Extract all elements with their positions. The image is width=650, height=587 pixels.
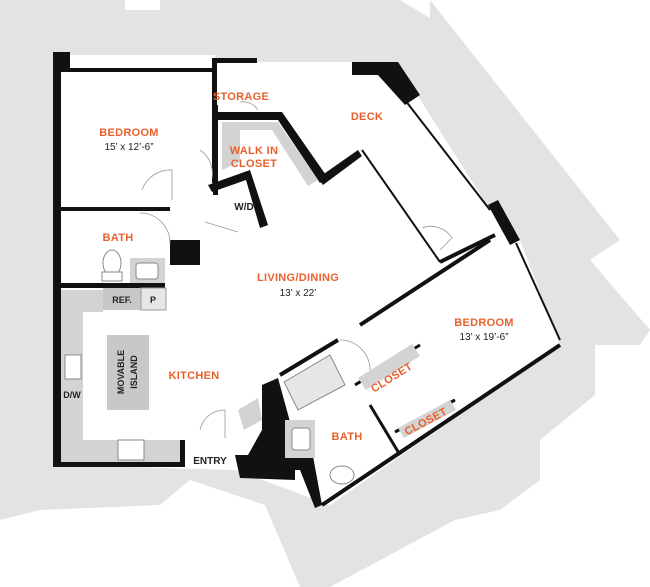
wall-living-bedroom2	[439, 233, 496, 264]
living-dining-dims: 13’ x 22’	[280, 288, 317, 299]
bedroom2-label: BEDROOM	[454, 317, 514, 329]
bedroom1-label: BEDROOM	[99, 127, 159, 139]
ref-label: REF.	[112, 295, 132, 305]
wall-living-glass	[361, 149, 441, 263]
wall-north	[70, 68, 215, 72]
wall-west	[53, 52, 61, 466]
wall-deck-glass	[404, 99, 491, 211]
wall-closet-west	[213, 105, 218, 195]
closet1-shelf	[358, 344, 420, 390]
door-deck	[421, 226, 453, 251]
bath1-label: BATH	[103, 232, 134, 244]
wall-bedroom2-west	[358, 238, 492, 327]
door-bedroom1	[141, 169, 173, 200]
bedroom1-dims: 15’ x 12’-6”	[104, 142, 153, 153]
door-storage	[239, 101, 259, 111]
deck-area	[240, 62, 490, 262]
wall-bath1-south	[55, 283, 165, 288]
bath1-sink	[135, 262, 159, 280]
island-label-1: MOVABLE	[116, 350, 126, 394]
bathtub	[283, 354, 346, 411]
wall-bedroom2-glass	[515, 242, 561, 341]
bath2-label: BATH	[332, 431, 363, 443]
walls	[53, 52, 562, 508]
walk-in-closet-label-1: WALK IN	[230, 145, 279, 157]
wall-bath-divider	[368, 404, 402, 456]
kitchen-counter	[61, 290, 180, 462]
pantry-box	[140, 287, 167, 311]
wall-bath2-north	[278, 338, 340, 377]
entry-label: ENTRY	[193, 456, 227, 467]
walk-in-closet-shelves	[222, 122, 318, 186]
wall-bedroom2-south	[320, 343, 562, 507]
wall-deck-corner-ne	[352, 62, 420, 105]
entry-closet	[238, 398, 262, 430]
living-dining-label: LIVING/DINING	[257, 272, 339, 284]
door-bath1	[139, 212, 171, 244]
wall-bath1-vanity-jamb	[170, 240, 200, 265]
fridge	[103, 288, 141, 310]
wall-entry-jamb	[180, 440, 185, 467]
bath1-toilet-tank	[101, 271, 123, 282]
kitchen-label: KITCHEN	[169, 370, 220, 382]
wall-south	[53, 462, 183, 467]
door-wd	[204, 221, 239, 233]
wall-entry-block	[235, 378, 295, 480]
doors	[139, 101, 453, 438]
wall-north-bedroom	[53, 52, 70, 72]
wall-wd	[208, 170, 268, 228]
wall-living-deck	[318, 150, 362, 185]
closet2-shelf	[398, 400, 456, 438]
fixture-labels: REF. P D/W MOVABLE ISLAND	[63, 295, 156, 400]
wall-bedroom1-south	[55, 207, 170, 211]
door-closet	[199, 149, 213, 179]
kitchen-sink	[64, 354, 82, 380]
storage-label: STORAGE	[213, 91, 269, 103]
movable-island	[107, 335, 149, 410]
dw-label: D/W	[63, 390, 81, 400]
island-label-2: ISLAND	[129, 355, 139, 389]
wall-deck-pillar	[488, 200, 520, 245]
door-entry	[199, 409, 226, 438]
bedroom2-dims: 13’ x 19’-6”	[459, 332, 508, 343]
unit-floor	[55, 55, 560, 505]
wall-north-storage	[212, 58, 257, 63]
casework	[61, 122, 456, 485]
cooktop	[117, 439, 145, 461]
wall-closet-north	[216, 112, 328, 183]
pantry-label: P	[150, 295, 156, 305]
door-bedroom2	[339, 339, 371, 371]
bath2-sink	[291, 427, 311, 451]
wd-label: W/D	[234, 202, 253, 213]
bath2-toilet	[329, 465, 355, 485]
deck-label: DECK	[351, 111, 383, 123]
walk-in-closet-label-2: CLOSET	[231, 158, 277, 170]
